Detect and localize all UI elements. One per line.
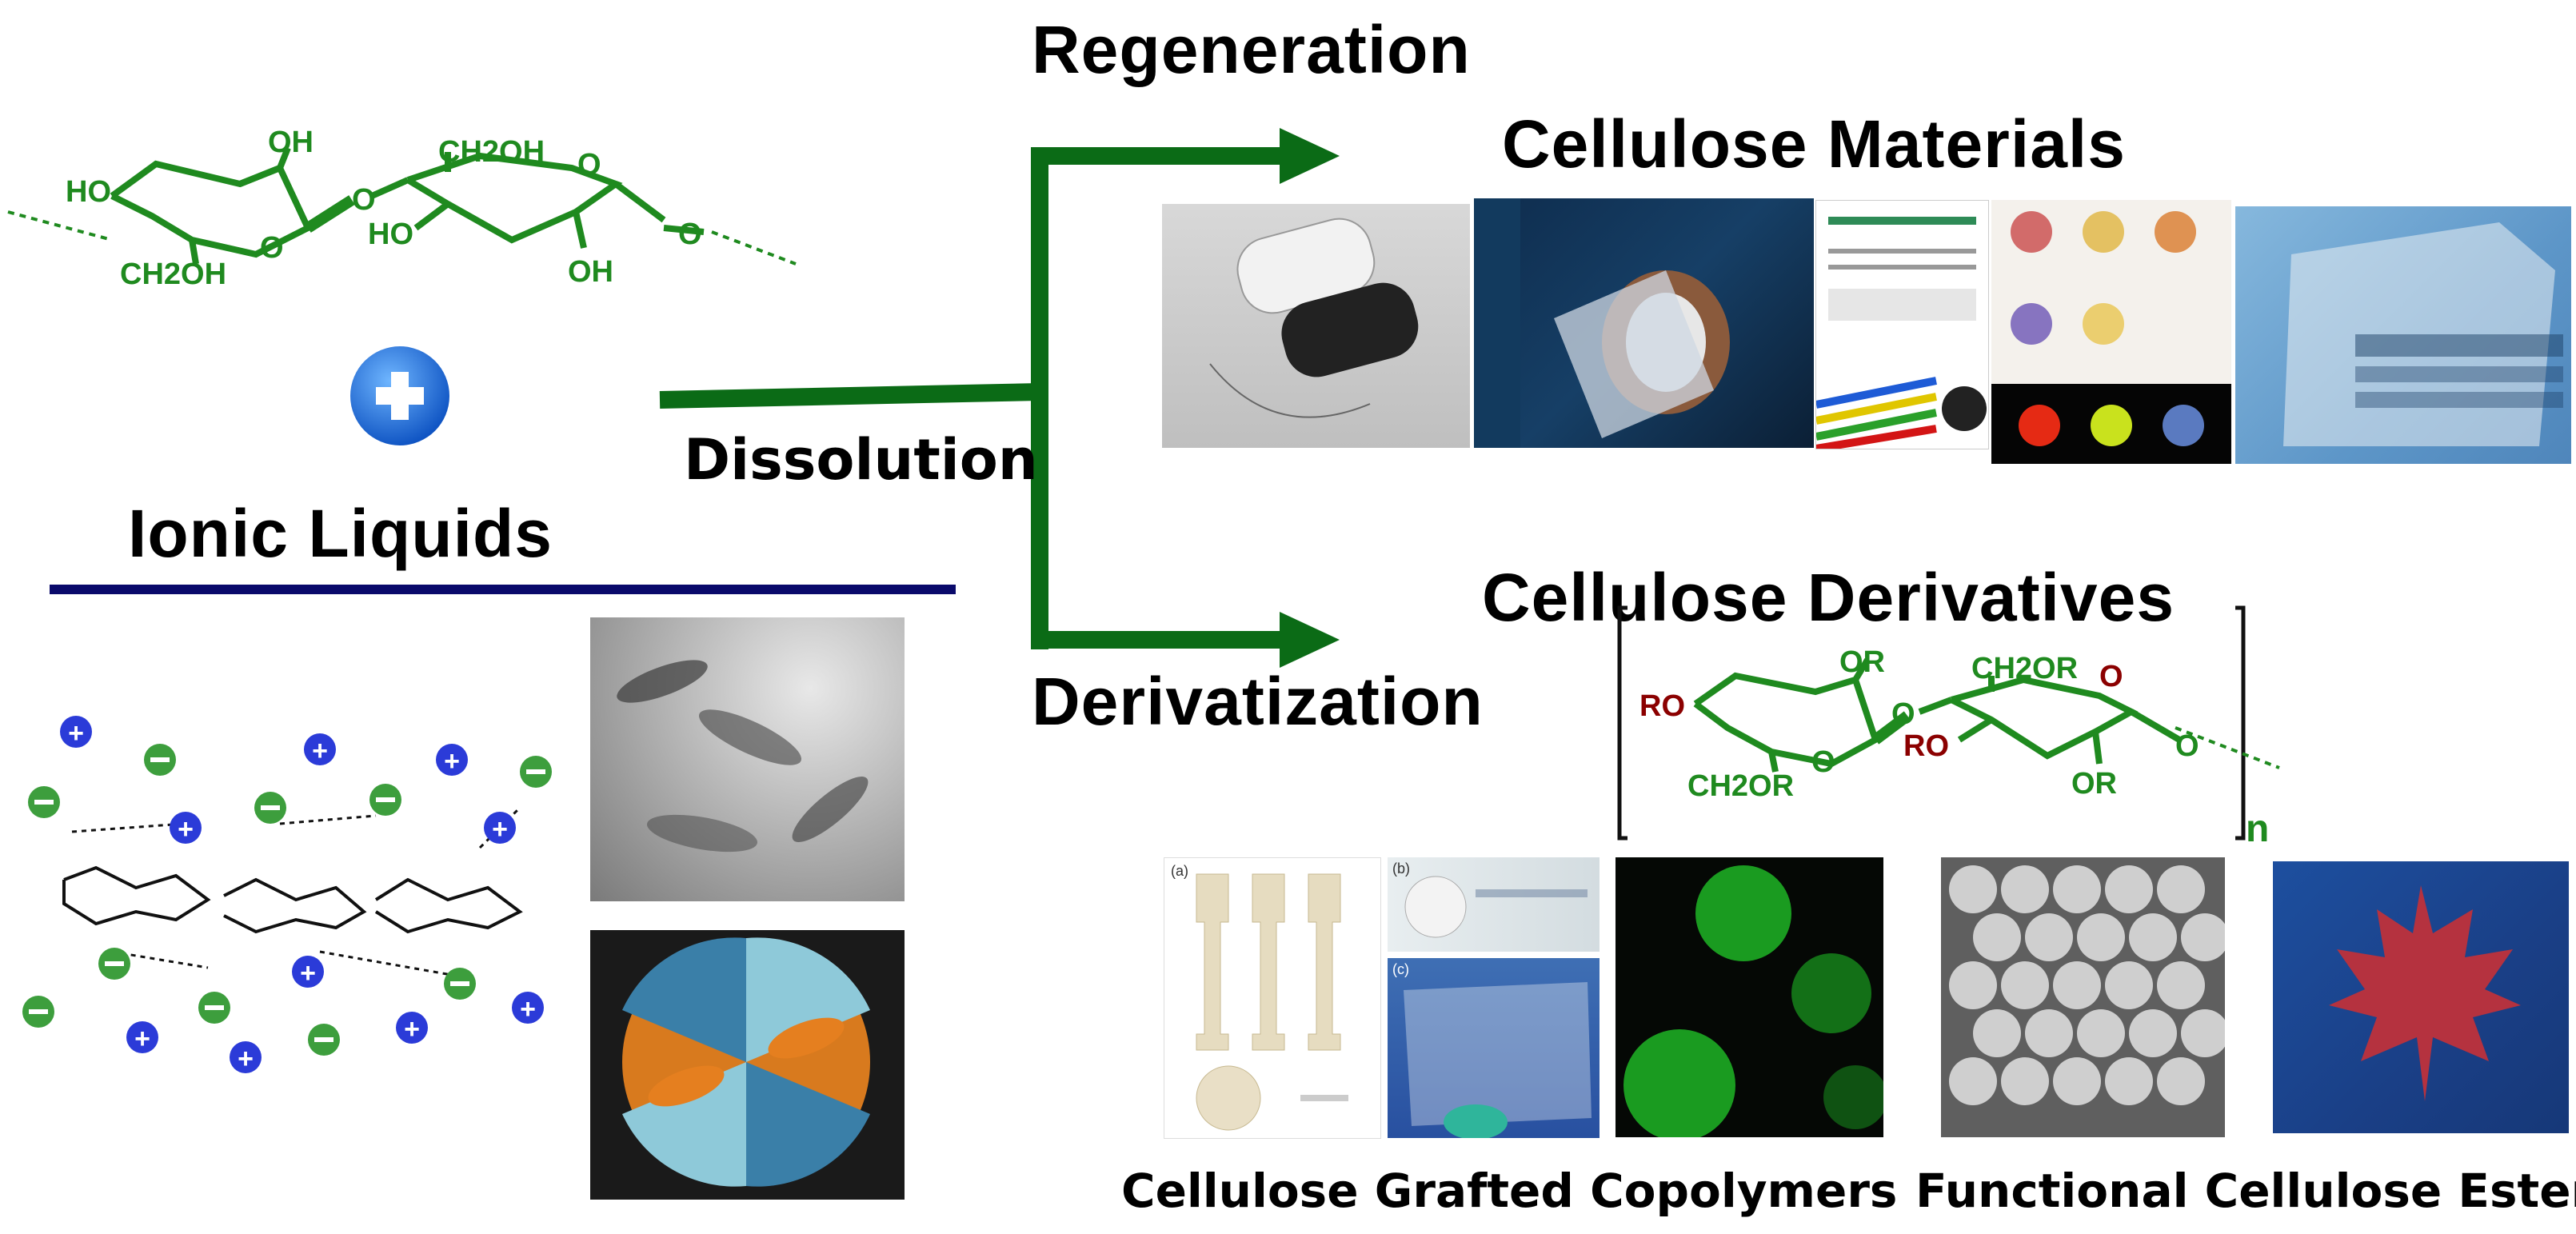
colored-tape-brochure-photo (1815, 200, 1989, 449)
transparent-film-photo (2235, 206, 2571, 464)
birefringence-micrograph (590, 930, 905, 1200)
grafted-film-photo-b: (b) (1388, 857, 1600, 952)
deriv-label-or-bottom: OR (2071, 767, 2117, 801)
maple-leaf-photo (2273, 861, 2569, 1133)
label-ch2oh-bottom: CH2OH (120, 258, 226, 291)
svg-text:(a): (a) (1171, 863, 1188, 879)
deriv-label-o-bridge: O (1891, 697, 1915, 731)
grafted-copolymers-caption: Cellulose Grafted Copolymers (1121, 1164, 1898, 1218)
label-o-ring2: O (577, 148, 601, 182)
svg-text:+: + (312, 736, 328, 766)
label-ho-mid: HO (368, 218, 413, 251)
cellulose-materials-title: Cellulose Materials (1502, 106, 2126, 182)
derivatization-arrowhead (1280, 612, 1340, 668)
tensile-specimen-figure: (a) (1164, 857, 1381, 1139)
svg-text:+: + (178, 814, 194, 845)
regeneration-label: Regeneration (1032, 12, 1471, 87)
porous-spheres-paper-photo (1991, 200, 2231, 464)
svg-text:+: + (404, 1014, 420, 1044)
functional-esters-caption: Functional Cellulose Esters (1915, 1164, 2576, 1218)
svg-text:+: + (492, 814, 508, 845)
svg-text:+: + (238, 1044, 254, 1074)
deriv-label-ch2or-top: CH2OR (1971, 652, 2078, 685)
deriv-label-ro-mid: RO (1903, 729, 1949, 763)
deriv-label-o-ring1: O (1811, 745, 1835, 779)
svg-text:+: + (68, 718, 84, 749)
label-o-end: O (678, 218, 702, 251)
deriv-label-o-ring2: O (2099, 660, 2123, 693)
deriv-label-ro-left: RO (1639, 689, 1685, 723)
svg-text:+: + (444, 746, 460, 777)
svg-text:(b): (b) (1392, 861, 1410, 877)
microspheres-sem-photo (1941, 857, 2225, 1137)
dissolution-arrow-shaft (659, 383, 1040, 409)
dissolution-label: Dissolution (684, 427, 1038, 493)
cellulose-derivatives-title: Cellulose Derivatives (1482, 560, 2175, 635)
derivatization-label: Derivatization (1032, 664, 1484, 739)
deriv-label-ch2or-bottom: CH2OR (1687, 769, 1794, 803)
regeneration-arrowhead (1280, 128, 1340, 184)
svg-text:(c): (c) (1392, 961, 1409, 977)
svg-text:+: + (520, 994, 536, 1024)
label-oh-top: OH (268, 126, 314, 159)
film-roll-brochure-photo (1474, 198, 1814, 448)
tem-micrograph (590, 617, 905, 901)
svg-text:+: + (134, 1024, 150, 1054)
label-ch2oh-top: CH2OH (438, 135, 545, 169)
label-ho-top: HO (66, 175, 111, 209)
fluorescent-cells-photo (1615, 857, 1883, 1137)
label-o-ring1: O (260, 231, 284, 265)
label-o-bridge: O (352, 183, 376, 217)
deriv-label-o-end: O (2175, 729, 2199, 763)
grafted-film-photo-c: (c) (1388, 958, 1600, 1138)
svg-text:+: + (300, 958, 316, 988)
deriv-label-n: n (2246, 808, 2269, 850)
ionic-liquids-title: Ionic Liquids (128, 496, 553, 571)
fiber-spools-photo (1162, 204, 1470, 448)
deriv-label-or-top: OR (1839, 645, 1885, 679)
label-oh-bottom: OH (568, 255, 613, 289)
